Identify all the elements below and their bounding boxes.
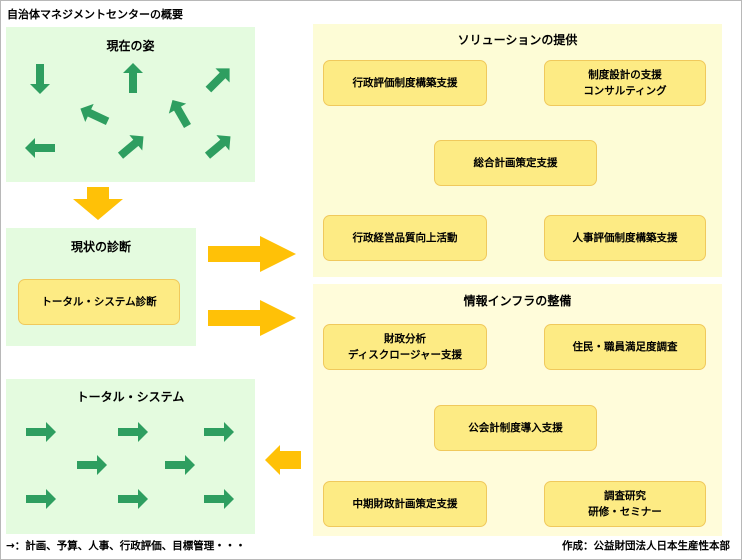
scattered-arrow-icon <box>30 64 50 94</box>
aligned-arrow-icon <box>204 422 234 442</box>
aligned-arrow-icon <box>118 422 148 442</box>
current-state-heading: 現在の姿 <box>106 39 155 53</box>
scattered-arrow-icon <box>201 128 237 164</box>
aligned-arrow-icon <box>118 489 148 509</box>
scattered-arrow-icon <box>201 61 237 97</box>
infra-item: 中期財政計画策定支援 <box>323 481 487 527</box>
left-arrow-icon <box>265 445 301 475</box>
aligned-arrow-icon <box>204 489 234 509</box>
scattered-arrow-icon <box>114 128 150 164</box>
total-system-panel <box>6 379 255 534</box>
solution-item: 人事評価制度構築支援 <box>544 215 706 261</box>
down-arrow-icon <box>73 187 123 220</box>
solution-item: 総合計画策定支援 <box>434 140 597 186</box>
solutions-heading: ソリューションの提供 <box>457 33 578 47</box>
solution-item: 制度設計の支援 コンサルティング <box>544 60 706 106</box>
solution-item: 行政評価制度構築支援 <box>323 60 487 106</box>
diagnosis-heading: 現状の診断 <box>70 240 131 254</box>
scattered-arrow-icon <box>25 138 55 158</box>
scattered-arrow-icon <box>163 95 197 131</box>
current-state-panel <box>6 27 255 182</box>
right-arrow-icon <box>208 300 296 336</box>
legend-text: →：計画、予算、人事、行政評価、目標管理・・・ <box>6 540 246 552</box>
right-arrow-icon <box>208 236 296 272</box>
info-infra-heading: 情報インフラの整備 <box>463 294 572 308</box>
aligned-arrow-icon <box>165 455 195 475</box>
aligned-arrow-icon <box>77 455 107 475</box>
total-system-diagnosis-box: トータル・システム診断 <box>18 279 180 325</box>
infra-item: 調査研究 研修・セミナー <box>544 481 706 527</box>
aligned-arrow-icon <box>26 422 56 442</box>
aligned-arrow-icon <box>26 489 56 509</box>
credit-text: 作成：公益財団法人日本生産性本部 <box>562 540 730 552</box>
total-system-heading: トータル・システム <box>76 390 185 404</box>
page-title: 自治体マネジメントセンターの概要 <box>7 8 183 21</box>
scattered-arrow-icon <box>123 63 143 93</box>
infra-item: 住民・職員満足度調査 <box>544 324 706 370</box>
solution-item: 行政経営品質向上活動 <box>323 215 487 261</box>
scattered-arrow-icon <box>76 99 112 131</box>
infra-item: 公会計制度導入支援 <box>434 405 597 451</box>
infra-item: 財政分析 ディスクロージャー支援 <box>323 324 487 370</box>
